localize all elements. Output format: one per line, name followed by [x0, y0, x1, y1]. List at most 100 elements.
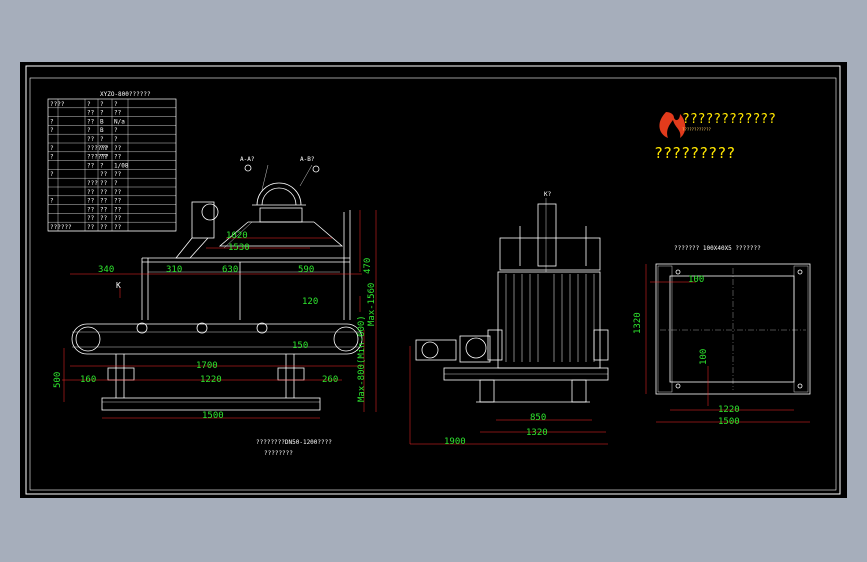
- table-cell: ?: [50, 145, 54, 152]
- front-view-dimensions: [409, 346, 608, 445]
- dim-max-1560: Max-1560: [367, 283, 377, 326]
- section-label-right: A-B?: [300, 156, 315, 163]
- table-cell: ???: [87, 180, 98, 187]
- table-cell: ??????: [50, 224, 72, 231]
- table-cell: ?: [114, 180, 118, 187]
- table-cell: ??: [87, 215, 95, 222]
- table-cell: ??: [100, 180, 108, 187]
- front-view-labels: K? 850 1320 1900: [444, 191, 552, 447]
- table-cell: ??: [114, 145, 122, 152]
- dim-max-800: Max-800(Min-600): [357, 315, 367, 402]
- table-cell: ?: [50, 154, 54, 161]
- section-label-left: A-A?: [240, 156, 255, 163]
- table-cell: ?: [87, 127, 91, 134]
- side-view: [71, 164, 363, 411]
- dim-1500: 1500: [202, 411, 224, 421]
- table-cell: ??: [114, 198, 122, 205]
- logo-tagline: ????????????: [682, 127, 711, 132]
- table-cell: ??: [114, 171, 122, 178]
- table-cell: ?: [100, 162, 104, 169]
- table-cell: ??: [100, 224, 108, 231]
- dim-plan-100-mid: 100: [699, 349, 709, 365]
- plan-view: [655, 263, 811, 395]
- dim-590: 590: [298, 265, 314, 275]
- table-cell: ??: [114, 224, 122, 231]
- plan-view-labels: ??????? 100X40X5 ??????? 100 100 1320 12…: [633, 245, 761, 427]
- table-cell: ?: [50, 118, 54, 125]
- flame-icon: [659, 112, 686, 138]
- table-cell: ??: [114, 215, 122, 222]
- table-cell: N/a: [114, 118, 125, 125]
- table-cell: ??: [100, 171, 108, 178]
- dim-1320: 1320: [526, 428, 548, 438]
- side-view-caption2: ????????: [264, 450, 293, 457]
- table-cell: ??????: [87, 145, 109, 152]
- table-cell: ?: [100, 101, 104, 108]
- table-cell: ?: [114, 136, 118, 143]
- table-cell: ??: [87, 162, 95, 169]
- dim-1900: 1900: [444, 437, 466, 447]
- side-view-caption: ????????DN50-1200????: [256, 439, 332, 446]
- company-logo: ???????????? ???????????? ?????????: [654, 112, 776, 162]
- table-cell: ??: [87, 110, 95, 117]
- dim-150: 150: [292, 341, 308, 351]
- front-view: [415, 198, 609, 403]
- logo-company-name: ????????????: [682, 112, 776, 127]
- plan-view-title: ??????? 100X40X5 ???????: [674, 245, 761, 252]
- table-cell: 1/08: [114, 162, 129, 169]
- outer-frame: [25, 65, 841, 495]
- plan-view-dimensions: [645, 264, 810, 423]
- table-cell: ??: [100, 145, 108, 152]
- table-cell: ??: [100, 198, 108, 205]
- table-cell: ?: [87, 101, 91, 108]
- table-cell: ??: [87, 136, 95, 143]
- dim-160: 160: [80, 375, 96, 385]
- table-cell: ??: [87, 189, 95, 196]
- dim-850: 850: [530, 413, 546, 423]
- table-cell: ??: [87, 206, 95, 213]
- table-cell: ?: [100, 110, 104, 117]
- table-cell: ??: [114, 206, 122, 213]
- direction-label: K: [116, 281, 121, 290]
- front-direction-label: K?: [544, 191, 552, 198]
- dim-120: 120: [302, 297, 318, 307]
- dim-630: 630: [222, 265, 238, 275]
- table-cell: ?: [50, 171, 54, 178]
- table-cell: ??: [100, 215, 108, 222]
- table-cell: ?: [50, 127, 54, 134]
- table-cell: ??: [87, 224, 95, 231]
- dim-plan-1220: 1220: [718, 405, 740, 415]
- dim-500: 500: [53, 372, 63, 388]
- table-cell: ??: [114, 110, 122, 117]
- dim-340: 340: [98, 265, 114, 275]
- dim-plan-100-top: 100: [688, 275, 704, 285]
- table-cell: ??: [114, 154, 122, 161]
- dim-310: 310: [166, 265, 182, 275]
- table-cell: ?: [100, 136, 104, 143]
- side-view-dimensions: [62, 210, 377, 419]
- dim-1020: 1020: [226, 231, 248, 241]
- table-cell: ?: [114, 127, 118, 134]
- dim-1530: 1530: [228, 243, 250, 253]
- table-cell: ??: [100, 154, 108, 161]
- table-cell: B: [100, 118, 104, 125]
- table-cell: ??: [114, 189, 122, 196]
- inner-frame: [29, 77, 837, 491]
- spec-table-title: XYZO-800??????: [100, 91, 151, 98]
- table-cell: ?: [114, 101, 118, 108]
- table-cell: ??: [100, 189, 108, 196]
- dim-1700: 1700: [196, 361, 218, 371]
- dim-plan-1500: 1500: [718, 417, 740, 427]
- dim-260: 260: [322, 375, 338, 385]
- table-cell: ?: [50, 198, 54, 205]
- dim-plan-1320: 1320: [633, 312, 643, 334]
- table-cell: ??: [87, 198, 95, 205]
- table-cell: ??: [100, 206, 108, 213]
- dim-1220: 1220: [200, 375, 222, 385]
- table-cell: ????: [50, 101, 65, 108]
- side-view-labels: A-A? A-B? K 1020 1530 340 310 630 590 47…: [53, 156, 377, 457]
